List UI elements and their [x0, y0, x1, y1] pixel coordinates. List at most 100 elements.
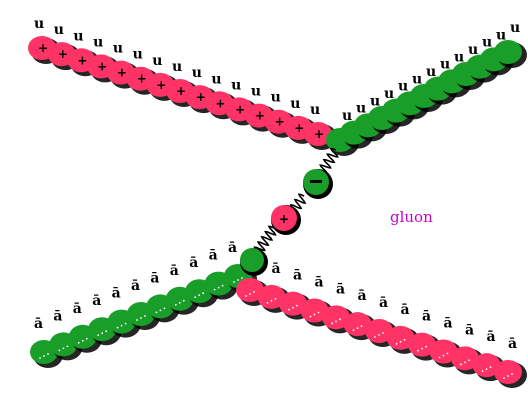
- antiquark-label: ā: [209, 248, 218, 264]
- antiquark-label: ā: [53, 308, 62, 324]
- plus-sign: +: [215, 96, 225, 110]
- bead-dot: [214, 289, 216, 291]
- bead-dot: [179, 302, 181, 304]
- bead-dot: [400, 341, 402, 343]
- bead-dot: [160, 310, 162, 312]
- bead-dot: [82, 340, 84, 342]
- bead-dot: [101, 332, 103, 334]
- bead-dot: [253, 291, 255, 293]
- antiquark-label: ā: [131, 278, 140, 294]
- bead-dot: [43, 355, 45, 357]
- bead-dot: [417, 350, 419, 352]
- bead-dot: [335, 320, 337, 322]
- quark-label-u: u: [251, 84, 261, 100]
- bead-dot: [443, 355, 445, 357]
- bead-dot: [198, 294, 200, 296]
- bead-dot: [357, 327, 359, 329]
- bead-dot: [144, 315, 146, 317]
- gluon-label: gluon: [390, 208, 433, 226]
- bead-dot: [86, 338, 88, 340]
- gluon-red-bead: +: [271, 205, 301, 235]
- plus-sign: +: [156, 78, 166, 92]
- quark-label-u: u: [192, 65, 202, 81]
- bead-dot: [245, 295, 247, 297]
- quark-label-u: u: [133, 47, 143, 63]
- bead-dot: [507, 375, 509, 377]
- plus-sign: +: [176, 84, 186, 98]
- bead-dot: [292, 307, 294, 309]
- antiquark-label: ā: [73, 301, 82, 317]
- bead-body: [494, 360, 522, 384]
- bead-dot: [331, 322, 333, 324]
- antiquark-label: ā: [112, 286, 121, 302]
- antiquark-label: ā: [272, 261, 281, 277]
- antiquark-label: ā: [336, 281, 345, 297]
- minus-sign: [310, 180, 322, 183]
- quark-label-u: u: [510, 20, 520, 36]
- bead-dot: [396, 343, 398, 345]
- plus-sign: +: [279, 212, 289, 226]
- bead-dot: [511, 373, 513, 375]
- bead-dot: [105, 330, 107, 332]
- bead-dot: [271, 300, 273, 302]
- bead-dot: [39, 357, 41, 359]
- quark-label-u: u: [73, 28, 83, 44]
- bead-dot: [404, 339, 406, 341]
- antiquark-label: ā: [358, 288, 367, 304]
- antiquark-label: ā: [422, 309, 431, 325]
- bead-dot: [97, 334, 99, 336]
- bead-dot: [439, 357, 441, 359]
- antiquark-label: ā: [170, 263, 179, 279]
- quark-label-u: u: [211, 71, 221, 87]
- bead-dot: [267, 302, 269, 304]
- upper-right-green-quark-track: uuuuuuuuuuuuu: [326, 20, 527, 156]
- antiquark-label: ā: [92, 293, 101, 309]
- bead-dot: [241, 277, 243, 279]
- bead-dot: [486, 368, 488, 370]
- antiquark-label: ā: [150, 270, 159, 286]
- plus-sign: +: [235, 102, 245, 116]
- bead-dot: [47, 353, 49, 355]
- bead-dot: [125, 323, 127, 325]
- gluon-coil: [320, 149, 337, 174]
- bead-dot: [447, 353, 449, 355]
- plus-sign: +: [97, 59, 107, 73]
- plus-sign: +: [77, 53, 87, 67]
- bead-dot: [353, 329, 355, 331]
- bead-dot: [314, 314, 316, 316]
- quark-label-u: u: [310, 102, 320, 118]
- bead-dot: [374, 336, 376, 338]
- bead-dot: [468, 359, 470, 361]
- antiquark-label: ā: [315, 275, 324, 291]
- plus-sign: +: [255, 109, 265, 123]
- bead-dot: [78, 342, 80, 344]
- bead-dot: [63, 348, 65, 350]
- bead-dot: [67, 346, 69, 348]
- antiquark-label: ā: [401, 302, 410, 318]
- bead-dot: [175, 304, 177, 306]
- plus-sign: +: [196, 90, 206, 104]
- quark-label-u: u: [290, 96, 300, 112]
- quark-label-u: u: [113, 41, 123, 57]
- plus-sign: +: [117, 66, 127, 80]
- bead-dot: [425, 346, 427, 348]
- plus-sign: +: [137, 72, 147, 86]
- antiquark-label: ā: [379, 295, 388, 311]
- bead-dot: [202, 292, 204, 294]
- bead-dot: [361, 325, 363, 327]
- bead-dot: [318, 312, 320, 314]
- bead-dot: [140, 317, 142, 319]
- quark-label-u: u: [231, 77, 241, 93]
- bead-dot: [222, 285, 224, 287]
- antiquark-label: ā: [228, 240, 237, 256]
- bead-dot: [421, 348, 423, 350]
- bead-dot: [156, 312, 158, 314]
- antiquark-label: ā: [293, 268, 302, 284]
- quark-label-u: u: [271, 90, 281, 106]
- bead-dot: [249, 293, 251, 295]
- vertex-green-bead: [240, 248, 268, 276]
- bead-dot: [218, 287, 220, 289]
